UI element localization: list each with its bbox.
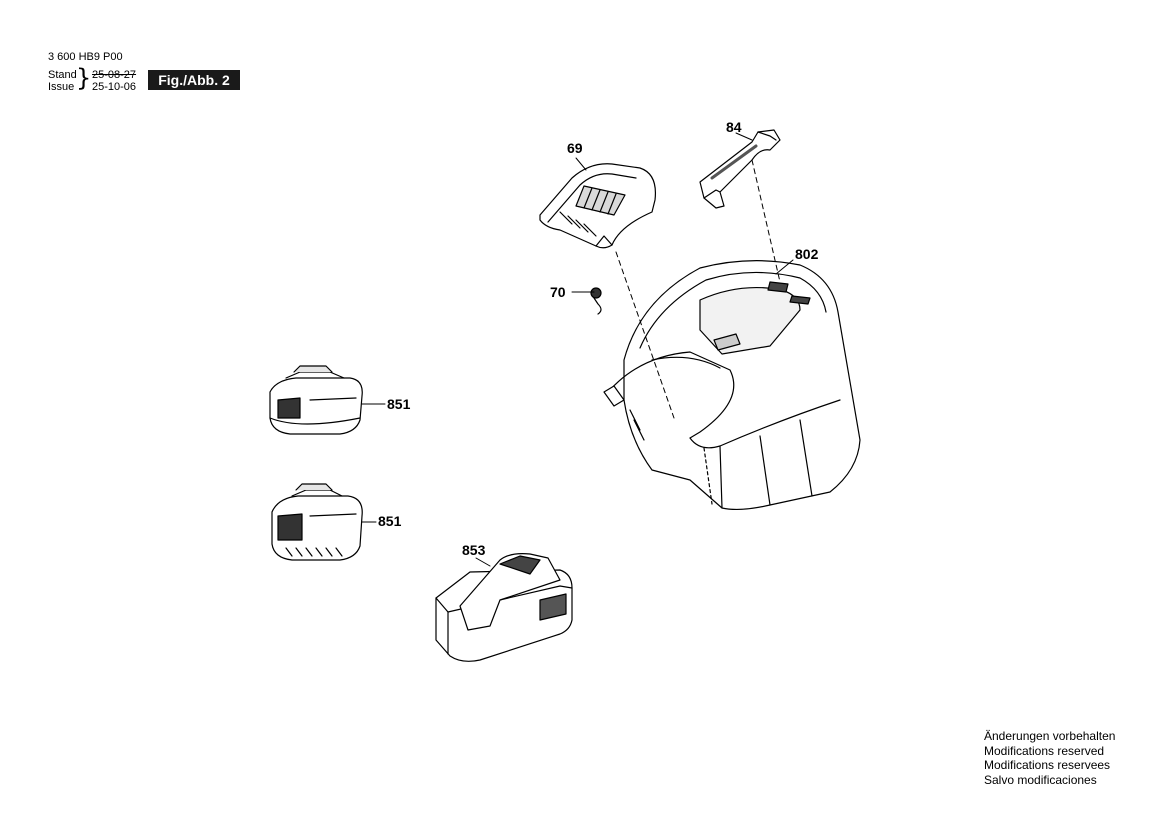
part-70-spring [590,287,602,315]
issue-date: 25-10-06 [92,81,137,93]
issue-label: Issue [48,81,75,93]
date-brace: } [76,64,92,92]
callout-pointers [361,132,794,567]
part-853-charger [435,553,573,662]
stand-label: Stand [48,69,77,81]
part-802-grass-box [603,260,861,511]
stand-date: 25-08-27 [92,69,137,81]
note-es: Salvo modificaciones [984,772,1097,787]
callout-853: 853 [462,542,486,558]
figure-badge: Fig./Abb. 2 [148,70,240,90]
callout-70: 70 [550,284,566,300]
modification-notes: Änderungen vorbehalten Modifications res… [984,729,1115,787]
note-fr: Modifications reservees [984,758,1111,772]
part-851-battery-large [271,483,363,561]
callout-851-lower: 851 [378,513,402,529]
document-number: 3 600 HB9 P00 [48,51,123,63]
callout-851-upper: 851 [387,396,411,412]
callout-84: 84 [726,119,742,135]
note-de: Änderungen vorbehalten [984,729,1116,743]
note-en: Modifications reserved [984,743,1105,758]
callout-69: 69 [567,140,583,156]
part-69-indicator-flap [539,163,657,249]
part-84-carry-handle [699,129,781,209]
leader-lines [615,159,781,419]
callout-802: 802 [795,246,819,262]
part-851-battery-small [269,365,363,435]
